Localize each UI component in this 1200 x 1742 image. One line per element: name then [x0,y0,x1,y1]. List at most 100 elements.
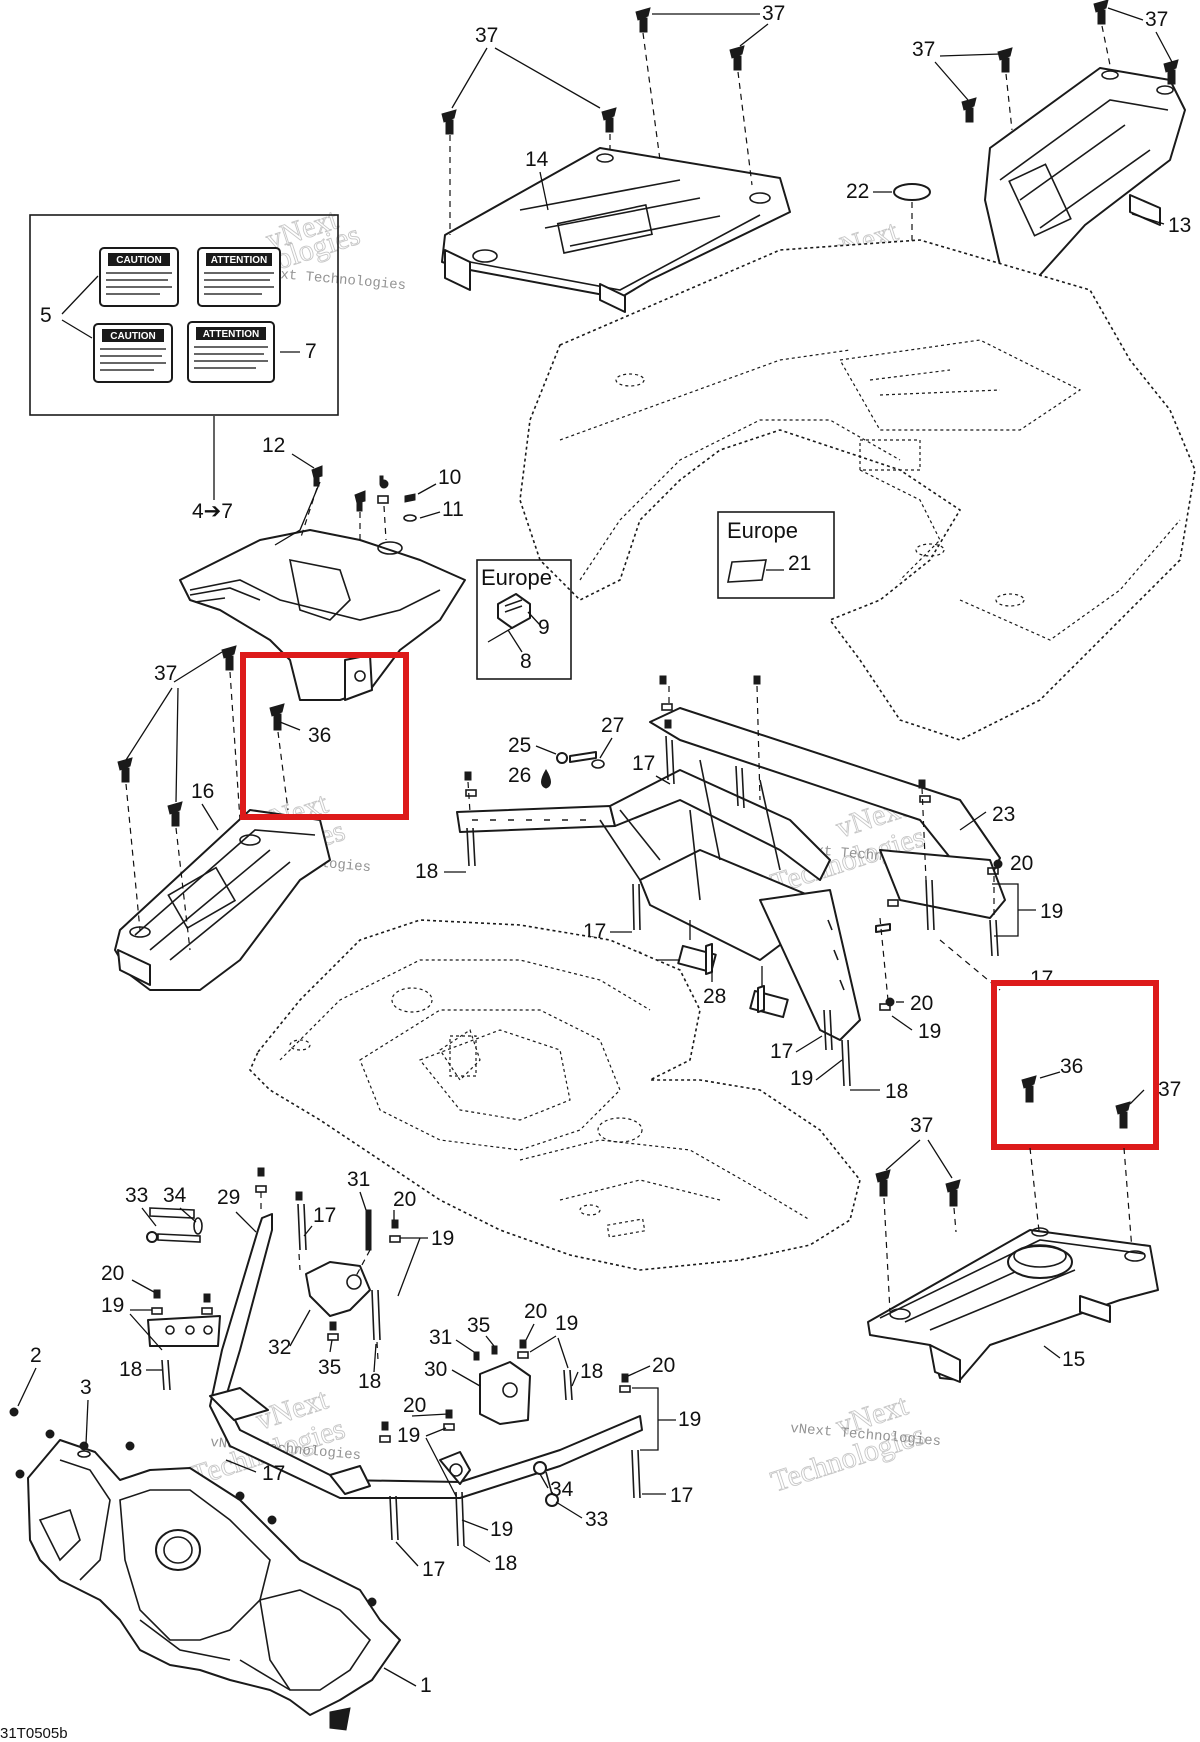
caution-decal-title: CAUTION [110,331,156,342]
rear-frame-fasteners [464,675,999,1087]
drawing-code: 31T0505b [0,1725,68,1742]
leader-11 [419,511,441,519]
frame-bracket-left [147,1315,221,1347]
callout-37: 37 [475,24,498,47]
caution-decal: CAUTION [99,247,179,307]
leader-14 [539,171,549,211]
nut-icon [404,493,416,503]
washer-icon [389,1235,401,1243]
bolt-shaft [563,1369,573,1401]
europe-label: Europe [727,518,798,543]
callout-37: 37 [1145,8,1168,31]
callout-18: 18 [119,1358,142,1381]
rack-body [984,67,1186,301]
europe-switch-box: Europe 9 8 [476,559,572,680]
bolt-shaft [371,1289,381,1341]
bolt-icon [601,107,617,121]
callout-20: 20 [403,1394,426,1417]
caution-decal-title: CAUTION [116,255,162,266]
callout-20: 20 [524,1300,547,1323]
attention-decal-title: ATTENTION [203,329,259,340]
callout-31: 31 [347,1168,370,1191]
leader-16 [201,803,219,831]
callout-18: 18 [415,860,438,883]
nut-icon [464,771,472,781]
switch-icon [497,593,531,629]
highlight-frame [991,980,1159,1150]
bolt-icon [1021,1075,1037,1089]
bolt-shaft [823,1009,833,1051]
bolt-set-37-bottom-right: 37 [875,1114,961,1313]
callout-37: 37 [912,38,935,61]
rear-frame-callouts: 25 26 27 17 18 17 24 28 20 19 20 19 17 1… [415,714,1063,1103]
callout-5: 5 [40,304,52,327]
decal-kit-inset: CAUTION ATTENTION CAUTION [29,214,339,523]
callout-26: 26 [508,764,531,787]
rear-rack-top: 13 [984,67,1191,306]
bolt-icon [635,7,651,21]
nut-icon [153,1289,161,1299]
decal-kit-frame [29,214,339,416]
attention-decal: ATTENTION [187,321,275,383]
screw-icon [354,490,366,504]
nut-icon [295,1191,303,1201]
callout-19: 19 [1040,900,1063,923]
callout-19: 19 [431,1227,454,1250]
callout-14: 14 [525,148,549,171]
leader-10 [417,483,437,495]
washer-icon [377,495,389,504]
bolt-shaft [841,1039,851,1087]
fender-shell [249,919,861,1271]
callout-17: 17 [632,752,655,775]
callout-3: 3 [80,1376,92,1399]
callout-34: 34 [163,1184,187,1207]
bolt-icon [1093,0,1109,13]
leader-37 [934,53,1001,101]
headlight-opening [155,1529,201,1571]
washer-icon [919,795,931,803]
leader-37 [885,1139,953,1179]
callout-19: 19 [790,1067,813,1090]
leader-29 [235,1211,257,1233]
callout-37: 37 [910,1114,933,1137]
callout-18: 18 [885,1080,908,1103]
screw-2 [9,1407,19,1417]
rear-fender [519,239,1196,741]
bolt-shaft [735,765,745,809]
attention-decal: ATTENTION [197,247,281,307]
leader-37 [652,13,769,47]
nut-icon [659,675,667,685]
europe-label: Europe [481,565,552,590]
leader-37 [451,47,601,109]
callout-22: 22 [846,180,869,203]
callout-37: 37 [762,2,785,25]
callout-21: 21 [788,552,811,575]
callout-16: 16 [191,780,214,803]
callout-9: 9 [538,616,550,639]
bolt-shaft [297,1203,307,1251]
bolt-icon [441,109,457,123]
callout-35: 35 [467,1314,490,1337]
bolt-icon [221,645,237,659]
nut-icon [257,1167,265,1177]
callout-18: 18 [494,1552,517,1575]
callout-19: 19 [397,1424,420,1447]
callout-10: 10 [438,466,461,489]
callout-36: 36 [1060,1055,1083,1078]
bolt-icon [269,703,285,717]
washer-icon [465,789,477,797]
callout-27: 27 [601,714,624,737]
callout-28: 28 [703,985,726,1008]
callout-35: 35 [318,1356,341,1379]
washer-icon [661,703,673,711]
callout-2: 2 [30,1344,42,1367]
callout-13: 13 [1168,214,1191,237]
bolt-shaft [389,1495,399,1541]
frame-rail [209,1213,643,1499]
highlight-box-36-left: 36 [240,652,409,820]
front-fender [249,919,861,1271]
front-rack-left: 16 [114,780,331,991]
callout-17: 17 [1030,967,1053,990]
washer-icon [151,1307,163,1315]
